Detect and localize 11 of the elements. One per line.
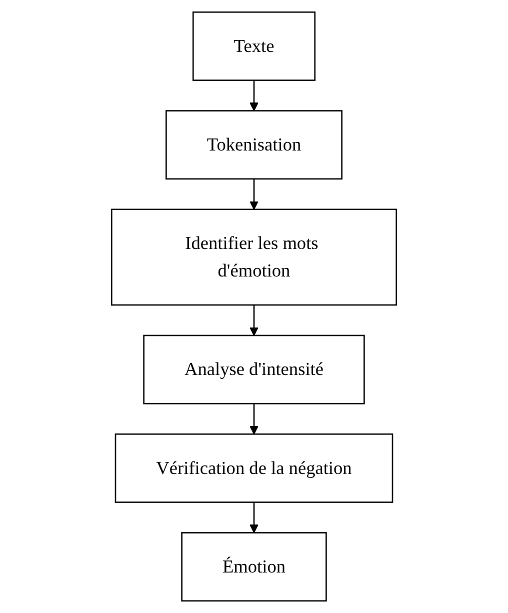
node-box: Analyse d'intensité — [143, 334, 365, 404]
arrow — [250, 178, 258, 210]
arrow — [250, 80, 258, 112]
node-box: Tokenisation — [166, 110, 342, 180]
node-box: Vérification de la négation — [114, 433, 394, 503]
arrow — [250, 502, 258, 534]
arrow — [250, 404, 258, 435]
node-box: Identifier les mots d'émotion — [110, 208, 398, 306]
node-box: Émotion — [181, 532, 327, 602]
node-box: Texte — [192, 11, 316, 81]
arrow — [250, 304, 258, 336]
